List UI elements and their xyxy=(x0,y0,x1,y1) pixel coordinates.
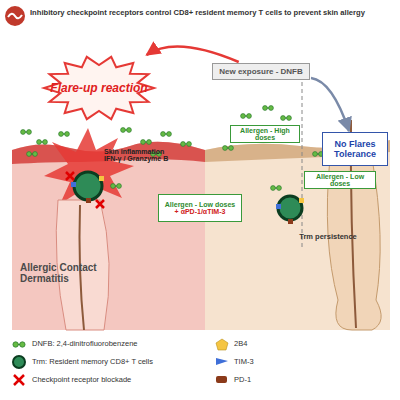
blockade-x xyxy=(66,172,74,180)
node-text: Allergen - Low doses xyxy=(165,201,235,208)
legend-text: 2B4 xyxy=(234,339,394,348)
dnfb-molecule xyxy=(59,132,70,137)
curved-arrow xyxy=(311,78,349,131)
trm-cell xyxy=(278,196,302,220)
receptor-2b4 xyxy=(99,176,104,181)
allergen-box: Allergen - High doses xyxy=(230,125,300,143)
dnfb-molecule xyxy=(27,152,38,157)
exposure-box: New exposure - DNFB xyxy=(212,63,310,80)
title-icon xyxy=(5,6,25,26)
legend-text: PD-1 xyxy=(234,375,394,384)
legend-2b4-icon xyxy=(216,339,228,350)
flare-burst: Flare-up reaction xyxy=(44,56,154,120)
dnfb-molecule xyxy=(281,116,292,121)
disease-label: Allergic Contact Dermatitis xyxy=(20,262,102,284)
dnfb-molecule xyxy=(37,140,48,145)
dnfb-molecule xyxy=(161,132,172,137)
normal-dermis xyxy=(205,140,390,330)
persistence-label: Trm persistence xyxy=(298,232,358,241)
dnfb-molecule xyxy=(21,130,32,135)
allergen-box: Allergen - Low doses xyxy=(304,171,376,189)
legend-pd1-icon xyxy=(216,376,227,383)
legend-text: TIM-3 xyxy=(234,357,394,366)
dnfb-molecule xyxy=(271,186,282,191)
dnfb-molecule xyxy=(181,142,192,147)
legend-text: Trm: Resident memory CD8+ T cells xyxy=(32,357,192,366)
legend-trm-icon xyxy=(13,356,25,368)
title-icon-mark xyxy=(8,14,22,19)
trm-cell xyxy=(74,172,102,200)
receptor-tim3 xyxy=(71,182,76,187)
allergen-blockade-box: Allergen - Low doses+ αPD-1/αTIM-3 xyxy=(158,194,242,222)
dnfb-molecule xyxy=(223,146,234,151)
dnfb-molecule xyxy=(121,128,132,133)
node-text: Allergen - High doses xyxy=(233,127,297,141)
node-text: New exposure - DNFB xyxy=(219,67,303,76)
dnfb-molecule xyxy=(111,184,122,189)
legend-text: Checkpoint receptor blockade xyxy=(32,375,192,384)
effect-label: Skin inflammation IFN-γ / Granzyme B xyxy=(104,148,178,162)
normal-epidermis xyxy=(205,140,390,162)
title: Inhibitory checkpoint receptors control … xyxy=(30,9,396,18)
node-text: Flare-up reaction xyxy=(50,81,147,95)
node-text: + αPD-1/αTIM-3 xyxy=(175,208,226,215)
blockade-x xyxy=(96,200,104,208)
node-text: No Flares Tolerance xyxy=(325,139,385,159)
receptor-tim3 xyxy=(276,204,281,209)
legend-dnfb-icon xyxy=(13,342,25,347)
dnfb-molecule xyxy=(141,140,152,145)
outcome-box: No Flares Tolerance xyxy=(322,132,388,166)
receptor-pd1 xyxy=(288,219,293,224)
legend-blockade-icon xyxy=(14,375,24,385)
legend-tim3-icon xyxy=(216,358,228,365)
legend-text: DNFB: 2,4-dinitrofluorobenzene xyxy=(32,339,192,348)
dnfb-molecule xyxy=(263,106,274,111)
dashed-separator xyxy=(302,82,303,250)
receptor-pd1 xyxy=(86,198,91,203)
starburst-shape xyxy=(44,57,154,119)
curved-arrow xyxy=(147,46,239,62)
receptor-2b4 xyxy=(299,198,304,203)
dnfb-molecule xyxy=(241,114,252,119)
inflammation-burst xyxy=(44,128,134,212)
node-text: Allergen - Low doses xyxy=(307,173,373,187)
